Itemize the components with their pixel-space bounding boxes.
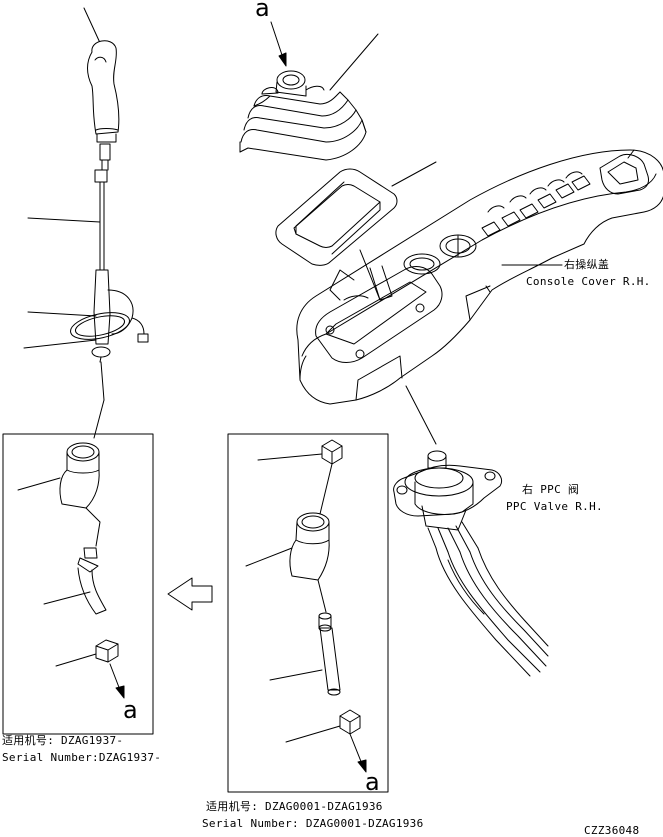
middle-boot-assembly [246,513,329,612]
ppc-valve [394,451,548,676]
middle-lever-rod [270,613,340,695]
middle-serial-number: Serial Number: DZAG0001-DZAG1936 [202,817,424,830]
left-applicable-serial-cn: 适用机号: DZAG1937- [2,734,124,747]
middle-detail-box [228,434,388,792]
left-serial-number: Serial Number:DZAG1937- [2,751,162,764]
ppc-valve-label-en: PPC Valve R.H. [506,500,603,513]
middle-top-nut [258,440,342,514]
left-nut [56,640,124,698]
console-cover-label-cn: 右操纵盖 [564,258,610,271]
middle-applicable-serial-cn: 适用机号: DZAG0001-DZAG1936 [206,800,383,813]
left-boot-assembly [18,443,100,546]
ref-letter-left: a [123,696,138,724]
console-cover-label-en: Console Cover R.H. [526,275,651,288]
ref-letter-middle: a [365,768,380,796]
direction-arrow [168,578,212,610]
console-cover [297,150,663,444]
left-lever-rod [44,548,106,614]
middle-bottom-nut [286,710,366,772]
ppc-valve-label-cn: 右 PPC 阀 [522,483,580,496]
ref-arrow-top [271,22,286,66]
drawing-number: CZZ36048 [584,824,640,837]
left-detail-box [3,434,153,734]
ref-letter-top: a [255,0,270,22]
lever-boot [240,34,378,160]
knob-wiring-harness [24,170,148,438]
lever-knob [84,8,119,170]
console-gasket [276,162,436,265]
